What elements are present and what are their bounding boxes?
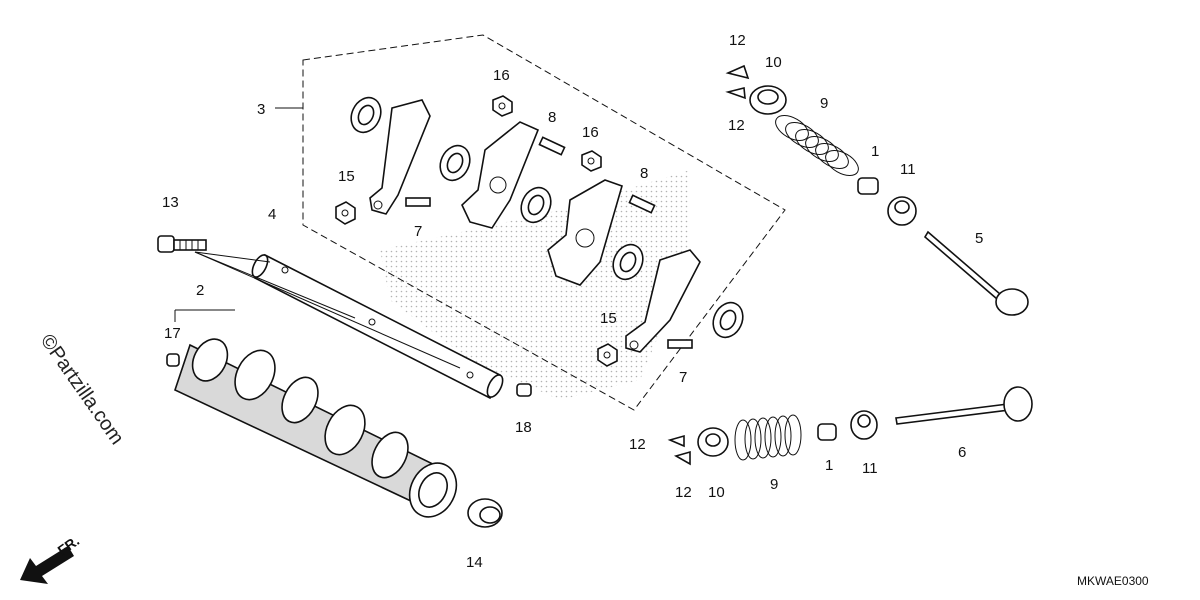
callout-10: 10 [708, 484, 725, 501]
callout-3: 3 [257, 101, 265, 118]
adjusting-nut [492, 95, 513, 117]
callout-6: 6 [958, 444, 966, 461]
lock-nut [335, 201, 356, 225]
callout-8: 8 [548, 109, 556, 126]
callout-15: 15 [600, 310, 617, 327]
callout-4: 4 [268, 206, 276, 223]
watermark: ©Partzilla.com [36, 330, 128, 448]
rocker-arm-assembly-outline [302, 34, 786, 411]
valve-cotter [673, 450, 691, 466]
camshaft-plug [467, 498, 503, 528]
callout-12: 12 [729, 32, 746, 49]
adjusting-nut [581, 150, 602, 172]
shading-area [380, 170, 690, 400]
adjusting-screw [405, 197, 431, 207]
callout-9: 9 [770, 476, 778, 493]
callout-8: 8 [640, 165, 648, 182]
callout-14: 14 [466, 554, 483, 571]
rocker-arm [461, 121, 540, 229]
rocker-washer [520, 186, 552, 224]
spring-seat [850, 410, 878, 440]
valve-spring [775, 115, 859, 192]
callout-17: 17 [164, 325, 181, 342]
dowel-pin [516, 383, 532, 397]
callout-5: 5 [975, 230, 983, 247]
callout-1: 1 [825, 457, 833, 474]
diagram-code: MKWAE0300 [1077, 574, 1149, 588]
rocker-arm [369, 99, 431, 215]
callout-11: 11 [862, 460, 878, 477]
callout-16: 16 [582, 124, 599, 141]
valve-stem-seal [857, 177, 879, 195]
callout-16: 16 [493, 67, 510, 84]
shaft-bolt [157, 235, 207, 253]
camshaft [174, 338, 458, 518]
front-direction-arrow-icon [20, 546, 74, 584]
rocker-washer [350, 96, 382, 134]
rocker-washer [712, 301, 744, 339]
valve-cotter [667, 434, 685, 448]
spring-seat [887, 196, 917, 226]
valve-cotter [725, 86, 746, 100]
lock-nut [597, 343, 618, 367]
adjusting-screw [628, 194, 656, 214]
callout-11: 11 [900, 161, 916, 178]
rocker-arm [625, 249, 701, 353]
dowel-pin [166, 353, 180, 367]
callout-12: 12 [629, 436, 646, 453]
valve-spring [734, 414, 802, 461]
callout-9: 9 [820, 95, 828, 112]
rocker-washer [612, 243, 644, 281]
exhaust-valve [895, 386, 1033, 425]
callout-12: 12 [675, 484, 692, 501]
callout-1: 1 [871, 143, 879, 160]
callout-13: 13 [162, 194, 179, 211]
callout-15: 15 [338, 168, 355, 185]
adjusting-screw [667, 339, 693, 349]
callout-7: 7 [414, 223, 422, 240]
callout-7: 7 [679, 369, 687, 386]
valve-cotter [725, 64, 750, 80]
callout-10: 10 [765, 54, 782, 71]
rocker-washer [439, 144, 471, 182]
callout-12: 12 [728, 117, 745, 134]
callout-18: 18 [515, 419, 532, 436]
intake-valve [923, 230, 1029, 316]
spring-retainer [697, 427, 729, 457]
callout-2: 2 [196, 282, 204, 299]
rocker-arm [547, 179, 623, 286]
spring-retainer [749, 85, 787, 115]
rocker-arm-shaft [251, 253, 504, 400]
adjusting-screw [538, 136, 566, 156]
valve-stem-seal [817, 423, 837, 441]
